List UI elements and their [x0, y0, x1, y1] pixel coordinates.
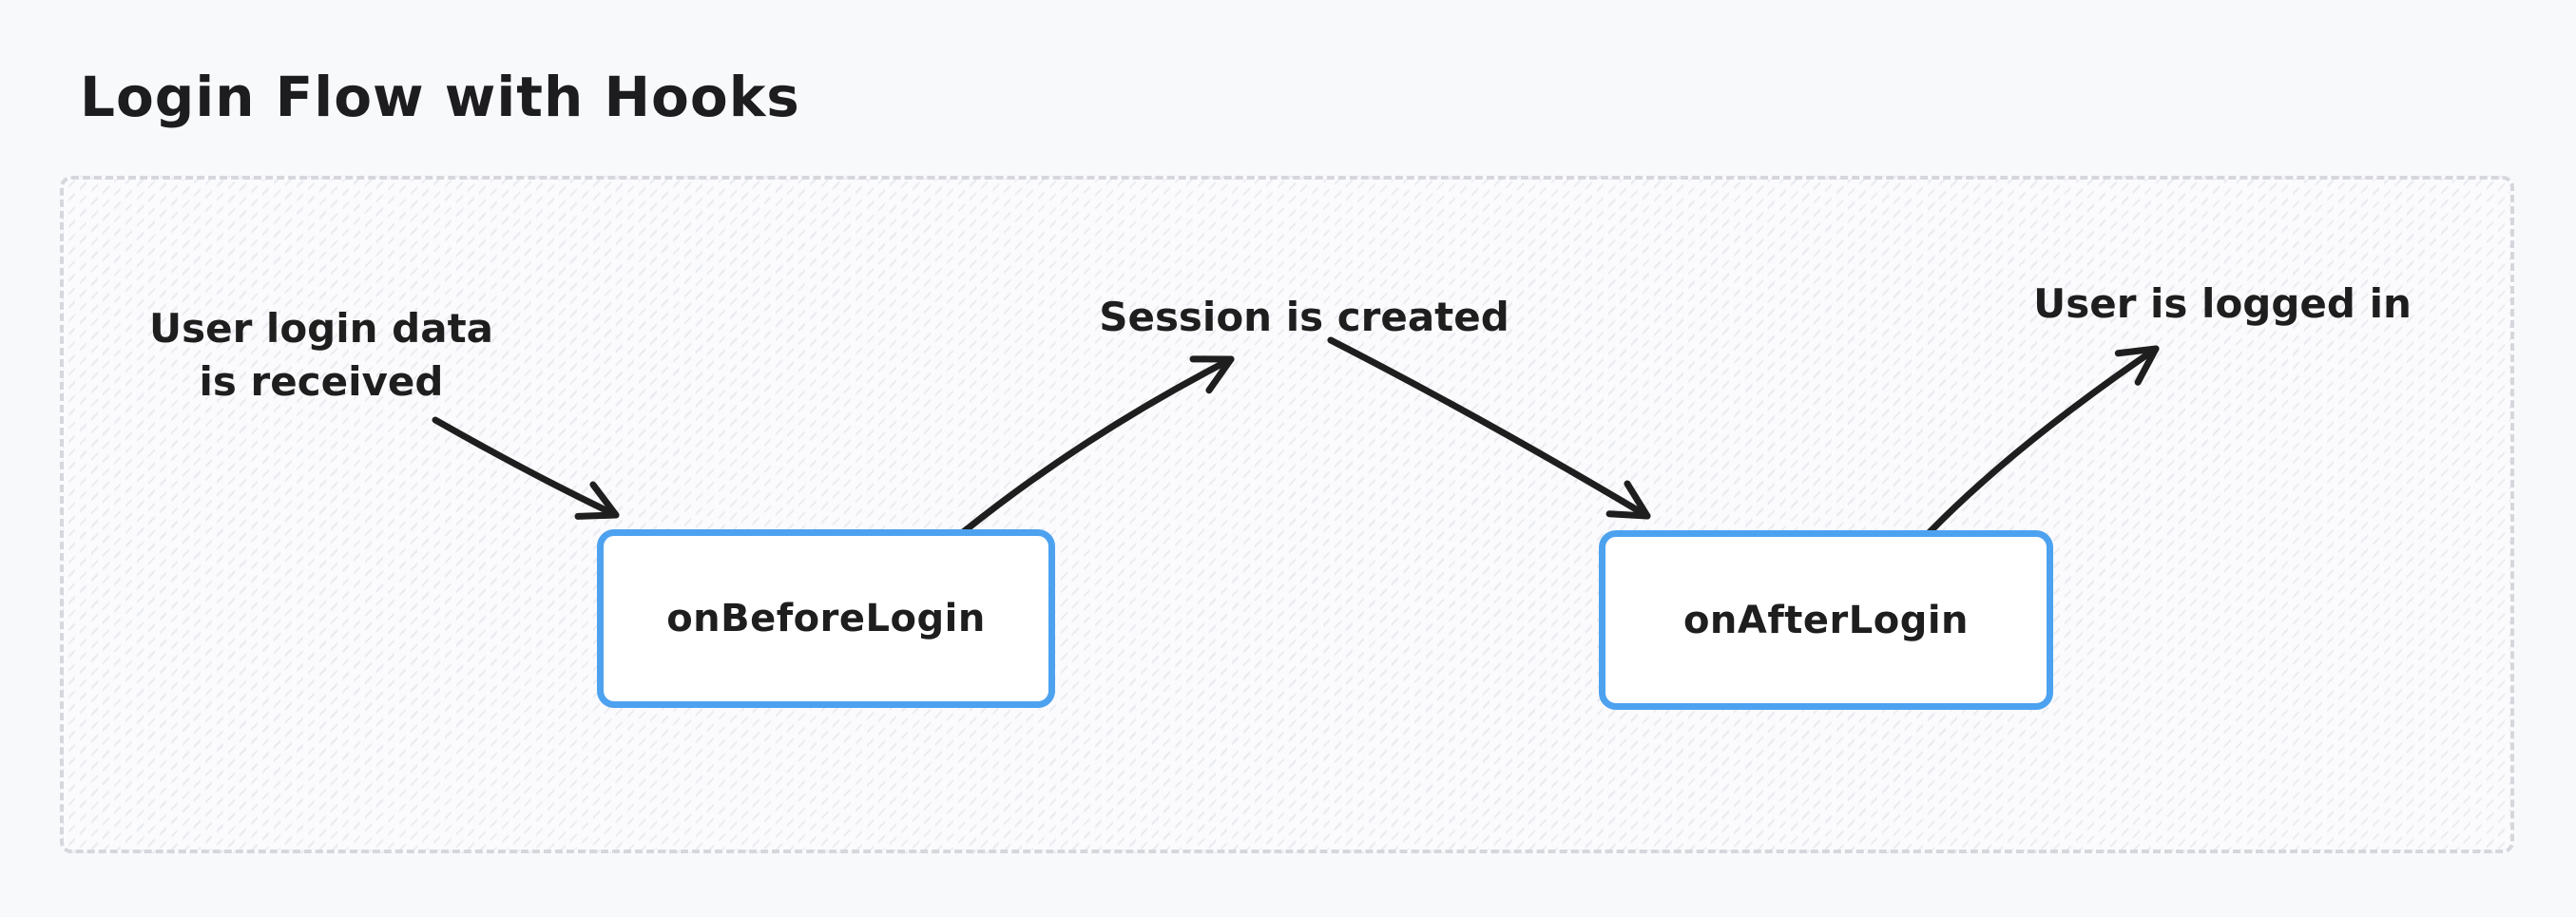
- annotation-line: User is logged in: [2033, 280, 2412, 327]
- session-created-label[interactable]: Session is created: [1099, 291, 1509, 344]
- onAfterLogin-label: onAfterLogin: [1682, 598, 1970, 642]
- onBeforeLogin-box[interactable]: onBeforeLogin: [597, 529, 1055, 708]
- arrow-received-to-onbeforelogin[interactable]: [432, 416, 620, 519]
- arrow-onbeforelogin-to-session[interactable]: [1189, 355, 1235, 394]
- annotation-line: is received: [199, 358, 444, 405]
- onAfterLogin-box[interactable]: onAfterLogin: [1599, 530, 2053, 710]
- diagram-frame[interactable]: [60, 176, 2514, 853]
- onBeforeLogin-label: onBeforeLogin: [666, 597, 986, 640]
- arrow-onafterlogin-to-loggedin[interactable]: [2114, 345, 2160, 386]
- arrow-session-to-onafterlogin[interactable]: [1605, 480, 1651, 520]
- diagram-title[interactable]: Login Flow with Hooks: [80, 65, 800, 129]
- arrow-onbeforelogin-to-session[interactable]: [958, 355, 1235, 537]
- annotation-line: User login data: [149, 305, 493, 352]
- arrow-received-to-onbeforelogin[interactable]: [574, 481, 620, 520]
- annotation-line: Session is created: [1099, 294, 1509, 340]
- arrow-onafterlogin-to-loggedin[interactable]: [1926, 345, 2160, 536]
- user-logged-in-label[interactable]: User is logged in: [2033, 277, 2412, 331]
- user-login-data-label[interactable]: User login data is received: [149, 302, 493, 409]
- arrow-session-to-onafterlogin[interactable]: [1327, 336, 1651, 520]
